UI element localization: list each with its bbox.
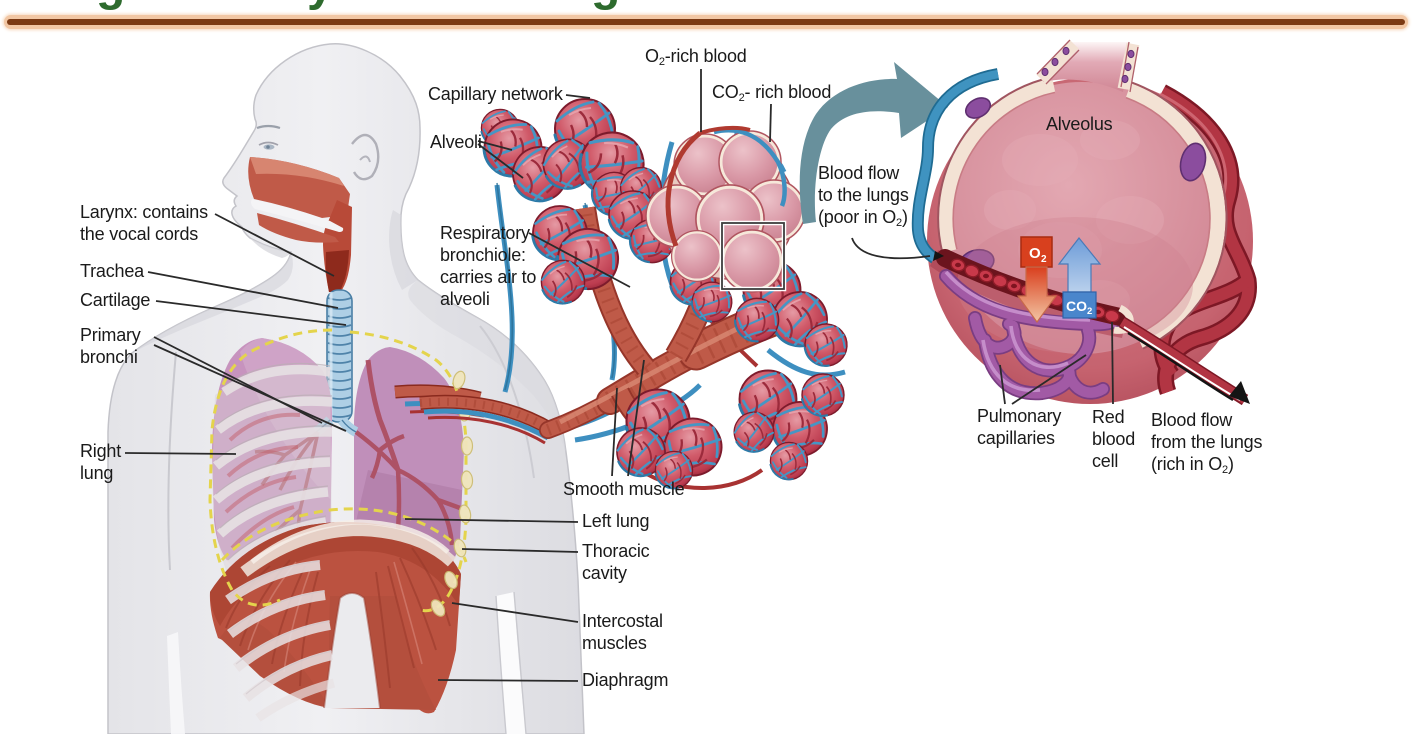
svg-text:Alveolus: Alveolus: [1046, 114, 1113, 134]
svg-text:lung: lung: [80, 463, 113, 483]
svg-text:2: 2: [1041, 254, 1047, 265]
svg-text:carries air to: carries air to: [440, 267, 536, 287]
svg-text:Left lung: Left lung: [582, 511, 649, 531]
svg-text:Diaphragm: Diaphragm: [582, 670, 668, 690]
svg-text:Alveoli: Alveoli: [430, 132, 482, 152]
svg-text:capillaries: capillaries: [977, 428, 1055, 448]
svg-text:O2-rich blood: O2-rich blood: [645, 46, 747, 68]
svg-text:O: O: [1029, 245, 1041, 262]
svg-text:Intercostal: Intercostal: [582, 611, 663, 631]
svg-text:Blood flow: Blood flow: [818, 163, 900, 183]
svg-text:Trachea: Trachea: [80, 261, 145, 281]
svg-text:Primary: Primary: [80, 325, 141, 345]
svg-text:Larynx: contains: Larynx: contains: [80, 202, 208, 222]
svg-text:2: 2: [1087, 306, 1092, 317]
svg-text:bronchi: bronchi: [80, 347, 138, 367]
svg-text:CO: CO: [1066, 298, 1087, 314]
svg-text:muscles: muscles: [582, 633, 647, 653]
svg-text:Right: Right: [80, 441, 121, 461]
svg-text:bronchiole:: bronchiole:: [440, 245, 526, 265]
svg-text:blood: blood: [1092, 429, 1135, 449]
svg-text:CO2- rich blood: CO2- rich blood: [712, 82, 831, 104]
svg-text:alveoli: alveoli: [440, 289, 490, 309]
svg-text:Capillary network: Capillary network: [428, 84, 564, 104]
svg-text:cell: cell: [1092, 451, 1118, 471]
svg-text:Red: Red: [1092, 407, 1124, 427]
svg-text:from the lungs: from the lungs: [1151, 432, 1262, 452]
svg-text:Blood flow: Blood flow: [1151, 410, 1233, 430]
svg-text:cavity: cavity: [582, 563, 627, 583]
svg-text:Thoracic: Thoracic: [582, 541, 650, 561]
svg-text:(poor in O2): (poor in O2): [818, 207, 908, 229]
svg-text:Pulmonary: Pulmonary: [977, 406, 1061, 426]
svg-text:Respiratory: Respiratory: [440, 223, 530, 243]
svg-text:to the lungs: to the lungs: [818, 185, 909, 205]
svg-text:the vocal cords: the vocal cords: [80, 224, 198, 244]
svg-text:Smooth muscle: Smooth muscle: [563, 479, 685, 499]
svg-text:Cartilage: Cartilage: [80, 290, 150, 310]
svg-text:(rich in O2): (rich in O2): [1151, 454, 1234, 476]
